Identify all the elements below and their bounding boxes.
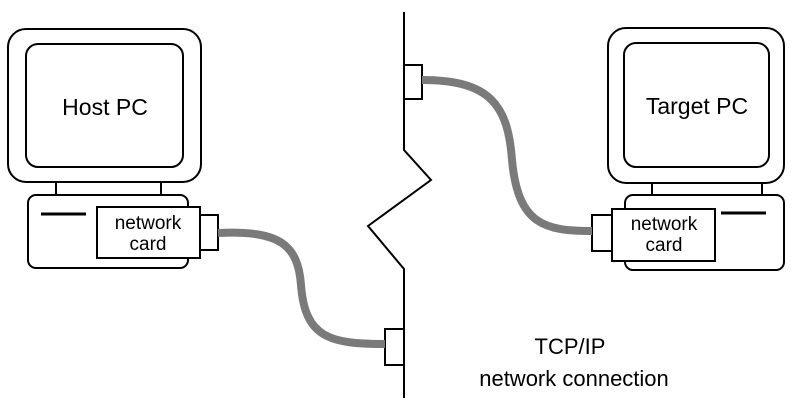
target-card-label-line2: card xyxy=(646,235,683,256)
target-pc: Target PC network card xyxy=(591,27,785,271)
target-network-card xyxy=(611,208,716,262)
target-label: Target PC xyxy=(646,93,748,119)
target-monitor-stand xyxy=(651,182,763,196)
target-card-label-line1: network xyxy=(631,214,698,235)
network-line xyxy=(366,12,433,398)
host-monitor-screen xyxy=(25,43,184,168)
network-tap-lower xyxy=(384,328,405,366)
host-label: Host PC xyxy=(62,94,148,120)
network-backbone xyxy=(366,12,433,398)
target-cable xyxy=(421,76,593,235)
host-card-label-line2: card xyxy=(130,234,167,255)
network-tap-upper xyxy=(403,64,423,100)
host-monitor-stand xyxy=(55,181,162,196)
host-cable xyxy=(217,228,386,348)
target-card-connector xyxy=(591,214,613,252)
target-monitor-screen xyxy=(623,42,770,168)
network-label-line1: TCP/IP xyxy=(535,334,606,359)
host-card-connector xyxy=(199,214,219,251)
host-card-label-line1: network xyxy=(115,213,182,234)
network-label-line2: network connection xyxy=(479,366,669,391)
host-pc: Host PC network card xyxy=(7,28,219,269)
